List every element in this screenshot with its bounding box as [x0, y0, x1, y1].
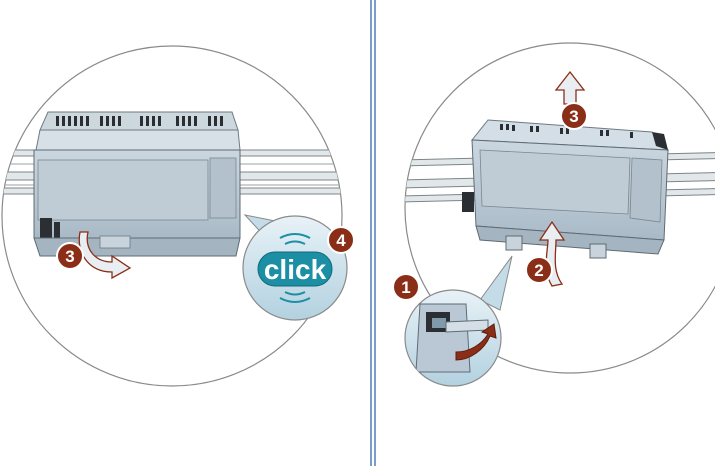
right-step-badge-2: 2 [525, 256, 553, 284]
svg-text:3: 3 [569, 107, 578, 126]
latch-detail-callout: 1 [392, 255, 513, 387]
latch-detail-icon [415, 303, 497, 373]
svg-text:3: 3 [65, 247, 74, 266]
left-plc-module-icon [33, 111, 241, 257]
right-step-badge-1: 1 [392, 273, 420, 301]
right-plc-module-icon [462, 119, 670, 259]
right-step-badge-3: 3 [560, 102, 588, 130]
left-magnify-circle: 3 [1, 45, 343, 387]
svg-text:1: 1 [401, 278, 410, 297]
svg-text:2: 2 [534, 261, 543, 280]
sound-waves-icon [279, 233, 311, 303]
click-label: click [264, 254, 327, 285]
left-step-badge-4: 4 [327, 226, 355, 254]
svg-text:4: 4 [336, 231, 346, 250]
click-callout: click 4 [242, 214, 355, 321]
right-magnify-circle: 3 2 [404, 42, 715, 374]
panel-divider [370, 0, 376, 466]
left-step-badge-3: 3 [56, 242, 84, 270]
